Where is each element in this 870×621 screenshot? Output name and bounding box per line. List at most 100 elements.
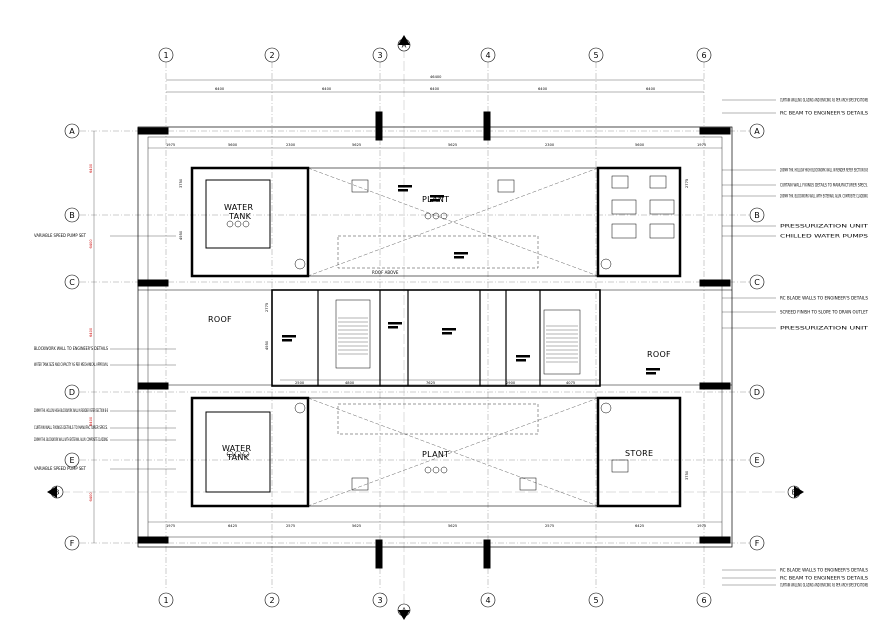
equipment-tag: [646, 368, 660, 371]
pump-icon: [440, 212, 448, 220]
grid-bubble-row-right: [749, 123, 765, 139]
grid-bubble-col-bottom: [480, 592, 496, 608]
dim-bottom-row: 2575: [545, 524, 554, 528]
dim-mid-row: 2900: [506, 381, 516, 385]
water-tank-bottom: [205, 411, 271, 493]
note-right: SCREED FINISH TO SLOPE TO DRAIN OUTLET: [780, 310, 869, 315]
dim-top-row: 5600: [228, 143, 238, 147]
note-right: CURTAIN WALLING GLAZING AND BRACING AS P…: [780, 583, 868, 588]
section-arrow-icon: [794, 486, 804, 498]
equipment-tag: [646, 372, 656, 375]
note-left: 200MM THK. HOLLOW HIGH BLOCKWORK WALL IN…: [34, 408, 108, 413]
equipment-tag: [454, 252, 468, 255]
rc-column: [483, 539, 491, 569]
equipment-tag: [516, 355, 530, 358]
dim-vertical: 2775: [265, 303, 269, 312]
pump-icon: [242, 450, 250, 458]
diag-line: [307, 167, 599, 277]
roof-above-band-bottom: [337, 403, 539, 435]
dim-top-row: 1975: [697, 143, 706, 147]
dim-vertical: 2775: [685, 179, 689, 188]
grid-bubble-col-bottom: [588, 592, 604, 608]
section-marker-label: B: [792, 489, 797, 497]
room-label-plant-top: PLANT: [422, 195, 449, 204]
drain-outlet-icon: [294, 402, 306, 414]
dim-side-left: 6400: [89, 416, 93, 426]
rc-blade-wall: [699, 536, 731, 544]
pressurization-unit-icon: [649, 199, 675, 215]
rc-column: [375, 539, 383, 569]
grid-label-row: A: [754, 127, 760, 136]
equipment-tag: [430, 195, 444, 198]
grid-label-row: B: [754, 211, 760, 220]
dim-bottom-row: 5625: [352, 524, 361, 528]
dim-overall: 46400: [430, 75, 442, 79]
equipment-unit-icon: [351, 477, 369, 491]
equipment-tag: [516, 359, 526, 362]
rc-blade-wall: [699, 127, 731, 135]
dim-mid-row: 4800: [345, 381, 355, 385]
grid-label-col: 1: [163, 51, 168, 60]
pump-icon: [242, 220, 250, 228]
label-roof-above: ROOF ABOVE: [372, 270, 399, 275]
pump-icon: [226, 220, 234, 228]
rc-blade-wall: [137, 279, 169, 287]
equipment-unit-icon: [519, 477, 537, 491]
grid-label-col: 5: [593, 596, 598, 605]
dim-top-row: 1975: [166, 143, 175, 147]
water-tank-room-top: [190, 166, 310, 278]
equipment-unit-icon: [611, 459, 629, 473]
grid-bubble-row-right: [749, 384, 765, 400]
section-arrow-icon: [398, 35, 410, 45]
dim-top-row: 2300: [545, 143, 555, 147]
grid-label-row: E: [69, 456, 74, 465]
grid-label-col: 2: [269, 51, 274, 60]
stair-right: [543, 309, 581, 375]
dim-bay: 6400: [215, 87, 225, 91]
grid-label-row: C: [69, 278, 75, 287]
note-left: VARIABLE SPEED PUMP SET: [34, 233, 87, 238]
room-label-roof-right: ROOF: [647, 350, 671, 359]
equipment-tag: [398, 189, 408, 192]
plant-room-top: [307, 167, 599, 277]
grid-bubble-col-bottom: [696, 592, 712, 608]
grid-label-row: D: [69, 388, 75, 397]
grid-bubble-col-top: [588, 47, 604, 63]
dim-vertical: 4950: [179, 230, 183, 240]
dim-bottom-row: 5625: [448, 524, 457, 528]
room-label-water-tank-top-2: TANK: [228, 212, 252, 221]
dim-bay: 6400: [538, 87, 548, 91]
dim-bay: 6400: [322, 87, 332, 91]
equipment-tag: [388, 322, 402, 325]
dim-side-left: 6400: [89, 163, 93, 173]
grid-bubble-row-left: [64, 274, 80, 290]
dim-side-left: 6400: [89, 327, 93, 337]
stair-left: [335, 299, 371, 369]
room-label-water-tank-top: WATER: [224, 203, 253, 212]
rc-blade-wall: [699, 382, 731, 390]
equipment-unit-icon: [497, 179, 515, 193]
pump-icon: [432, 466, 440, 474]
parapet-inner: [147, 136, 723, 538]
pressurization-unit-icon: [611, 199, 637, 215]
equipment-tag: [282, 339, 292, 342]
dim-vertical: 3750: [179, 178, 183, 188]
dim-side-left: 6400: [89, 239, 93, 249]
plant-room-bottom: [307, 397, 599, 507]
section-marker-label: A: [402, 607, 407, 615]
diag-line: [307, 397, 599, 507]
rc-blade-wall: [699, 279, 731, 287]
grid-label-col: 5: [593, 51, 598, 60]
note-left: CURTAIN WALL FIXINGS DETAILS TO MANUFACT…: [34, 425, 108, 430]
section-marker-label: B: [55, 489, 60, 497]
dim-bay: 6400: [646, 87, 656, 91]
drain-outlet-icon: [600, 258, 612, 270]
section-arrow-icon: [398, 610, 410, 620]
section-marker-label: A: [402, 42, 407, 50]
equipment-tag: [388, 326, 398, 329]
note-left: VARIABLE SPEED PUMP SET: [34, 466, 87, 471]
diag-line: [307, 167, 599, 277]
note-right: RC BEAM TO ENGINEER'S DETAILS: [780, 111, 869, 116]
